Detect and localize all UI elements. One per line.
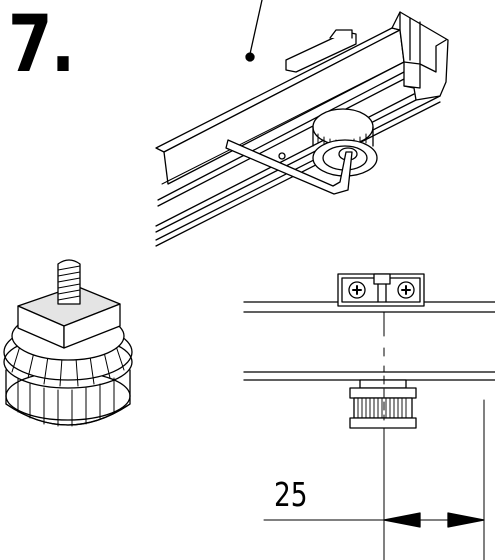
allen-key-icon	[225, 139, 353, 195]
pulley-screw-detail	[3, 259, 133, 427]
pointer-dot	[245, 52, 255, 62]
screw-icon	[57, 259, 81, 305]
dimension-label: 25	[274, 475, 308, 514]
side-view	[243, 273, 495, 560]
step-number: 7.	[8, 0, 75, 90]
pointer-line	[249, 0, 263, 55]
rail-assembly	[155, 0, 449, 247]
